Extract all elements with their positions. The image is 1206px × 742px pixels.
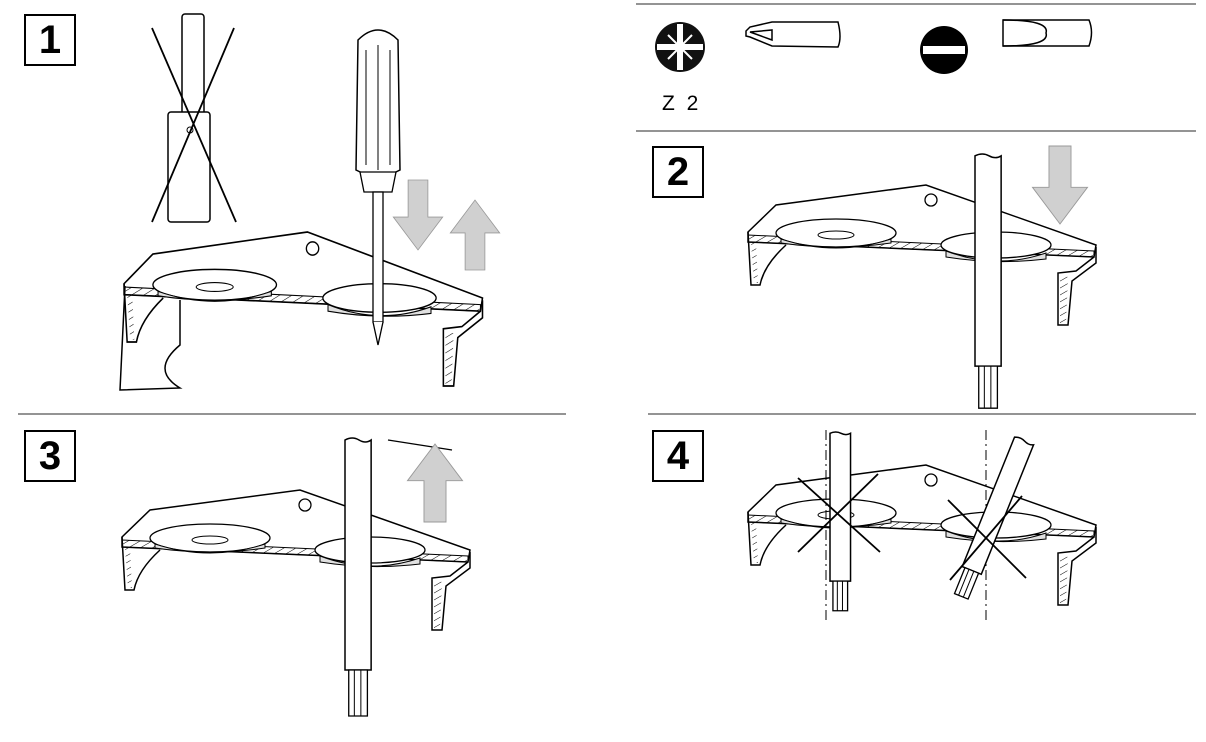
bit <box>974 153 1002 409</box>
slotted-tip-icon <box>1002 19 1093 47</box>
step-3-illustration <box>121 437 471 717</box>
arrow-up-icon <box>406 443 464 523</box>
arrow-down-icon <box>1031 145 1089 225</box>
step-4-illustration <box>747 430 1097 620</box>
arrow-up-icon <box>449 199 501 271</box>
crossed-out-tool <box>151 13 237 223</box>
arrow-down-icon <box>392 179 444 251</box>
step-number-3: 3 <box>24 430 76 482</box>
bit <box>829 431 852 612</box>
pozidriv-icon <box>655 22 705 72</box>
step-1-illustration <box>119 13 501 391</box>
pozidriv-tip-icon <box>745 21 841 48</box>
cross-mark <box>797 473 1027 581</box>
slotted-icon <box>920 26 968 74</box>
step-2-illustration <box>747 145 1097 409</box>
screwdriver <box>355 29 401 346</box>
bit <box>344 437 372 717</box>
pozidriv-size-label: Z 2 <box>662 92 702 115</box>
step-number-1: 1 <box>24 14 76 66</box>
step-number-4: 4 <box>652 430 704 482</box>
step-number-2: 2 <box>652 146 704 198</box>
